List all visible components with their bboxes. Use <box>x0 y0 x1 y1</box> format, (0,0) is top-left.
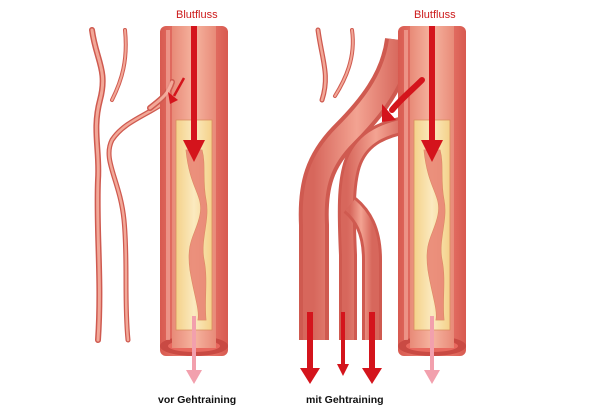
flow-arrow-before-out <box>186 316 202 384</box>
flow-label-right: Blutfluss <box>414 9 456 21</box>
main-artery-after <box>398 26 466 356</box>
flow-arrow-after-in <box>421 26 443 162</box>
flow-arrow-after-out <box>424 316 440 384</box>
panel-before: Blutfluss vor Gehtraining <box>89 9 236 406</box>
main-artery-before <box>147 26 228 356</box>
collateral-vessels-enlarged <box>298 37 415 340</box>
flow-arrow-diversion <box>382 77 425 122</box>
caption-after: mit Gehtraining <box>306 394 384 406</box>
collateral-vessels-thin-after <box>315 27 355 103</box>
flow-arrows-collateral-out <box>300 312 382 384</box>
collateral-vessels-thin <box>89 27 178 343</box>
flow-label-left: Blutfluss <box>176 9 218 21</box>
flow-arrow-collateral-before <box>168 77 186 104</box>
panel-after: Blutfluss mit Gehtraining <box>298 9 466 406</box>
caption-before: vor Gehtraining <box>158 394 236 406</box>
flow-arrow-before-in <box>183 26 205 162</box>
